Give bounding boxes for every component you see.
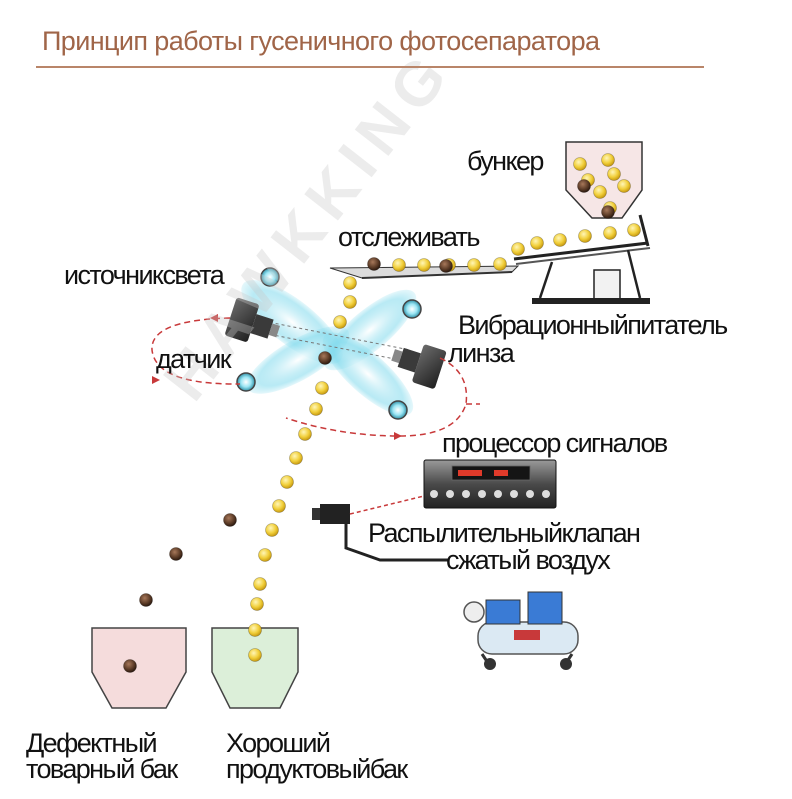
good-grain [593, 185, 607, 199]
air-compressor-icon [463, 591, 579, 670]
good-grain [258, 548, 272, 562]
good-grain [280, 475, 294, 489]
good-grain [315, 381, 329, 395]
defect-grain [577, 179, 591, 193]
label-defect-bin: Дефектный товарный бак [26, 728, 178, 784]
good-grain [248, 648, 262, 662]
signal-wiring [151, 317, 480, 437]
label-track: отслеживать [338, 222, 481, 252]
label-compressed-air: сжатый воздух [446, 545, 611, 575]
label-signal-processor: процессор сигналов [442, 428, 668, 458]
label-good-bin: Хороший продуктовыйбак [226, 728, 408, 784]
good-grain [253, 577, 267, 591]
good-grain [601, 153, 615, 167]
label-hopper: бункер [467, 146, 544, 176]
label-sensor: датчик [156, 344, 232, 374]
good-grain [511, 242, 525, 256]
label-good-bin-line2: продуктовыйбак [226, 754, 408, 784]
good-grain [343, 295, 357, 309]
good-grain [343, 276, 357, 290]
spray-valve-icon [312, 495, 448, 562]
defect-bin [91, 627, 187, 709]
label-vibrating-feeder: Вибрационныйпитатель [458, 310, 728, 340]
good-grain [392, 258, 406, 272]
label-light-source: источниксвета [64, 260, 225, 290]
light-beam [241, 280, 417, 416]
defect-grain [601, 205, 615, 219]
good-grain [250, 597, 264, 611]
defect-grain [318, 351, 332, 365]
label-spray-valve: Распылительныйклапан [368, 518, 641, 548]
defect-grain [367, 257, 381, 271]
good-grain [607, 167, 621, 181]
label-defect-bin-line1: Дефектный [26, 728, 158, 758]
good-grain [617, 179, 631, 193]
good-grain [265, 523, 279, 537]
good-grain [289, 451, 303, 465]
good-grain [573, 157, 587, 171]
good-grain [467, 258, 481, 272]
defect-grain [439, 259, 453, 273]
camera-sensor-icon [225, 297, 447, 389]
page-title: Принцип работы гусеничного фотосепаратор… [42, 26, 600, 56]
defect-grain [169, 547, 183, 561]
signal-arrow [152, 314, 402, 440]
good-grain [603, 226, 617, 240]
good-grain [553, 233, 567, 247]
grain-stream [123, 153, 641, 673]
good-grain [493, 257, 507, 271]
good-grain [578, 229, 592, 243]
good-grain [530, 236, 544, 250]
signal-processor-icon [423, 459, 557, 509]
label-defect-bin-line2: товарный бак [26, 754, 178, 784]
title-underline [36, 66, 704, 68]
defect-grain [123, 659, 137, 673]
vibrating-feeder [513, 214, 651, 304]
good-bin [211, 627, 299, 709]
defect-grain [139, 593, 153, 607]
light-source-icon [236, 267, 422, 420]
good-grain [298, 427, 312, 441]
defect-grain [223, 513, 237, 527]
good-grain [272, 499, 286, 513]
label-lens: линза [448, 338, 515, 368]
good-grain [417, 258, 431, 272]
good-grain [627, 223, 641, 237]
good-grain [309, 402, 323, 416]
good-grain [333, 315, 347, 329]
label-good-bin-line1: Хороший [226, 728, 331, 758]
good-grain [248, 623, 262, 637]
